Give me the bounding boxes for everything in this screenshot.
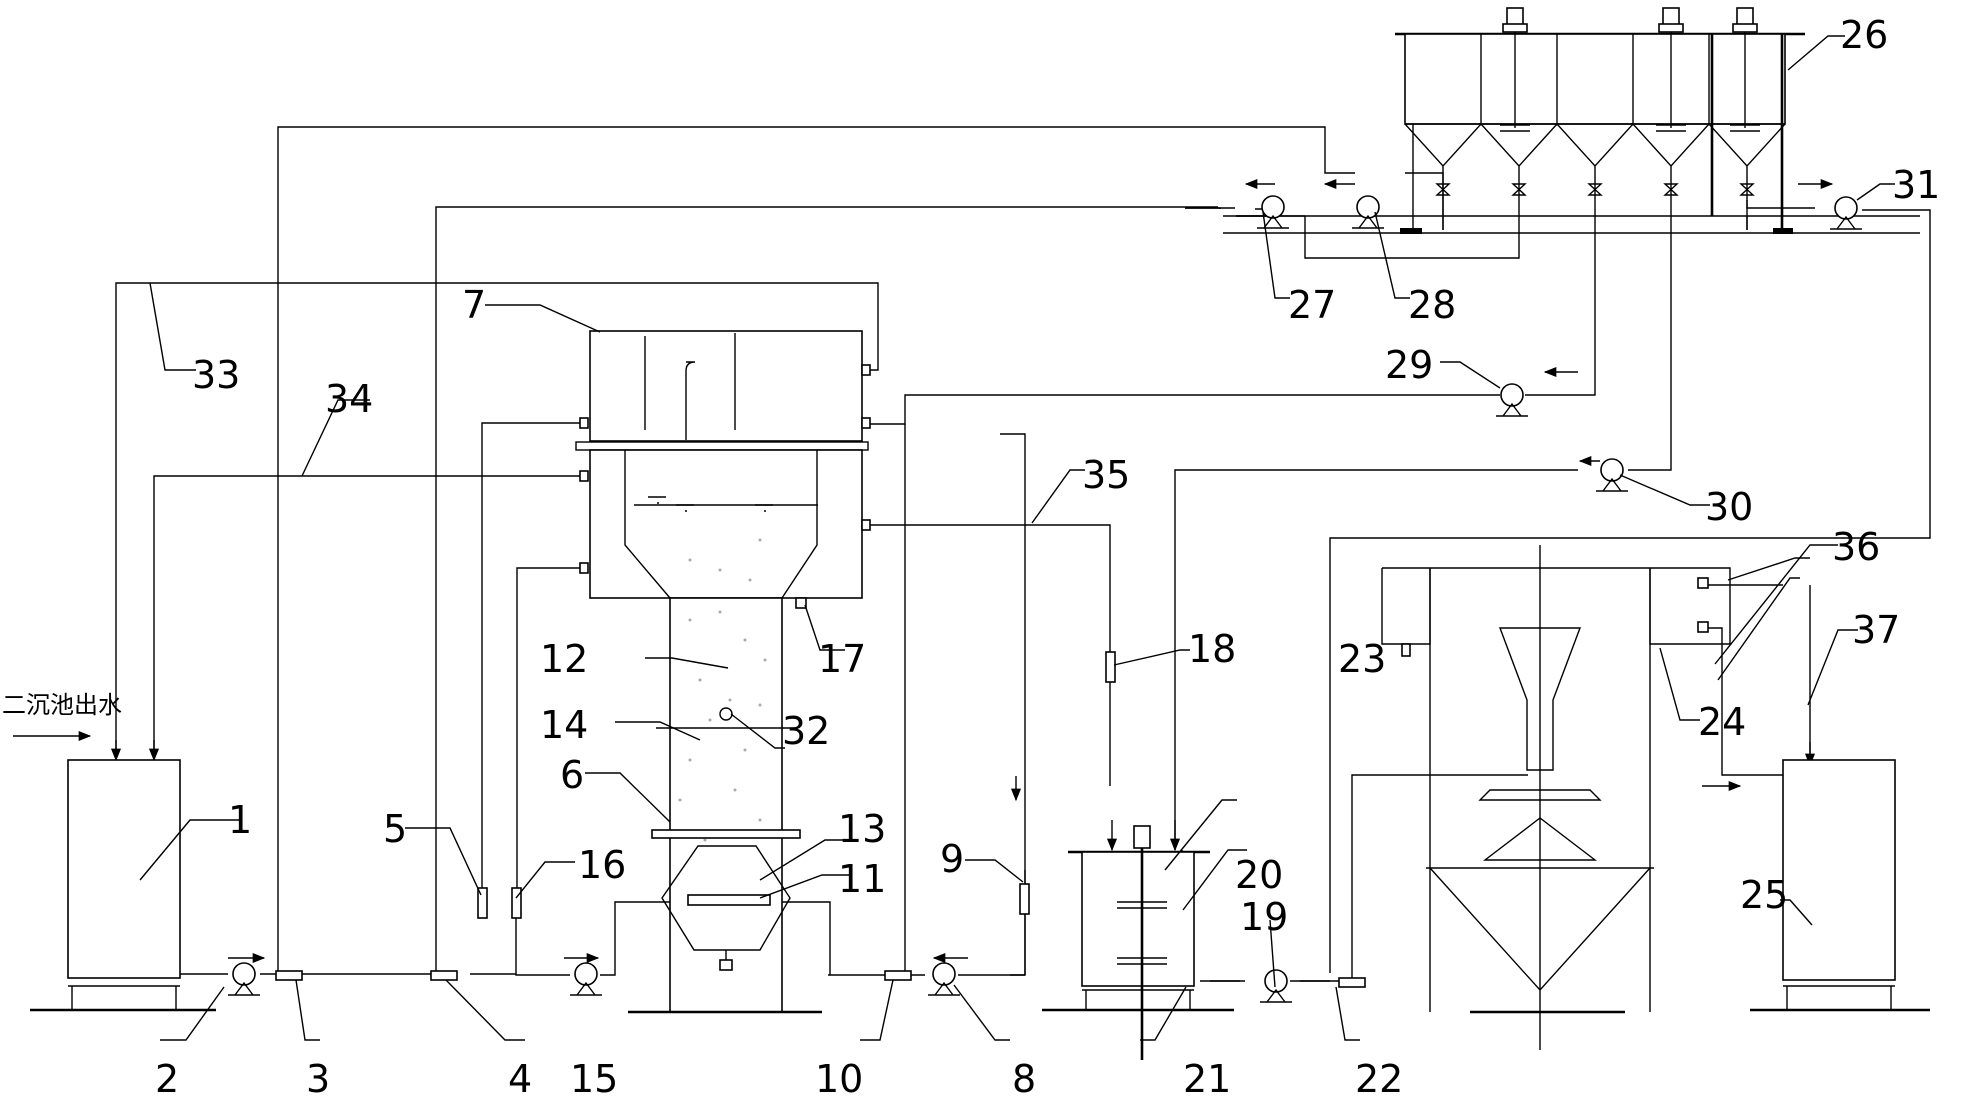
pump-icon bbox=[228, 962, 260, 996]
label-3: 3 bbox=[306, 1057, 330, 1101]
label-21: 21 bbox=[1183, 1057, 1231, 1101]
label-4: 4 bbox=[508, 1057, 532, 1101]
label-10: 10 bbox=[815, 1057, 863, 1101]
dosing-tank-array bbox=[1223, 7, 1920, 234]
label-19: 19 bbox=[1240, 895, 1288, 939]
piping-network bbox=[13, 126, 1931, 982]
label-15: 15 bbox=[570, 1057, 618, 1101]
leader-lines bbox=[139, 35, 1895, 1041]
effluent-tank-25 bbox=[1750, 759, 1930, 1012]
label-31: 31 bbox=[1892, 163, 1940, 207]
valve-icon bbox=[1435, 183, 1755, 196]
label-2: 2 bbox=[155, 1057, 179, 1101]
pump-icon bbox=[1260, 969, 1292, 1003]
label-18: 18 bbox=[1188, 627, 1236, 671]
label-35: 35 bbox=[1082, 453, 1130, 497]
settling-tank-23 bbox=[1381, 545, 1731, 1050]
feed-tank-1 bbox=[30, 759, 216, 1012]
label-27: 27 bbox=[1288, 283, 1336, 327]
label-1: 1 bbox=[228, 798, 252, 842]
pump-icon bbox=[1830, 196, 1862, 230]
pump-icon bbox=[570, 962, 602, 996]
label-32: 32 bbox=[782, 709, 830, 753]
mixing-tank-19 bbox=[1042, 825, 1234, 1060]
label-14: 14 bbox=[540, 703, 588, 747]
label-22: 22 bbox=[1355, 1057, 1403, 1101]
label-24: 24 bbox=[1698, 700, 1746, 744]
label-8: 8 bbox=[1012, 1057, 1036, 1101]
agitator-motor-icon bbox=[1656, 7, 1686, 132]
label-11: 11 bbox=[838, 857, 886, 901]
pump-icon bbox=[1352, 195, 1384, 229]
label-33: 33 bbox=[192, 353, 240, 397]
label-30: 30 bbox=[1705, 485, 1753, 529]
pump-icon bbox=[1496, 383, 1528, 417]
pump-icon bbox=[1257, 195, 1289, 229]
label-36: 36 bbox=[1832, 525, 1880, 569]
flowmeter-icon bbox=[275, 651, 1366, 988]
label-16: 16 bbox=[578, 843, 626, 887]
label-29: 29 bbox=[1385, 343, 1433, 387]
label-37: 37 bbox=[1852, 608, 1900, 652]
label-17: 17 bbox=[818, 637, 866, 681]
label-7: 7 bbox=[462, 283, 486, 327]
label-23: 23 bbox=[1338, 637, 1386, 681]
label-25: 25 bbox=[1740, 873, 1788, 917]
label-28: 28 bbox=[1408, 283, 1456, 327]
main-reactor bbox=[575, 330, 871, 1014]
label-20: 20 bbox=[1235, 853, 1283, 897]
pump-icon bbox=[928, 962, 960, 996]
label-26: 26 bbox=[1840, 13, 1888, 57]
label-6: 6 bbox=[560, 753, 584, 797]
label-13: 13 bbox=[838, 807, 886, 851]
inlet-label: 二沉池出水 bbox=[2, 691, 122, 719]
agitator-motor-icon bbox=[1730, 7, 1760, 132]
label-12: 12 bbox=[540, 637, 588, 681]
equipment-number-labels: 1 2 3 4 5 6 7 8 9 10 11 12 13 14 15 16 1… bbox=[155, 13, 1940, 1101]
label-5: 5 bbox=[383, 807, 407, 851]
label-9: 9 bbox=[940, 837, 964, 881]
label-34: 34 bbox=[325, 377, 373, 421]
pump-icon bbox=[1596, 458, 1628, 492]
agitator-motor-icon bbox=[1500, 7, 1530, 132]
